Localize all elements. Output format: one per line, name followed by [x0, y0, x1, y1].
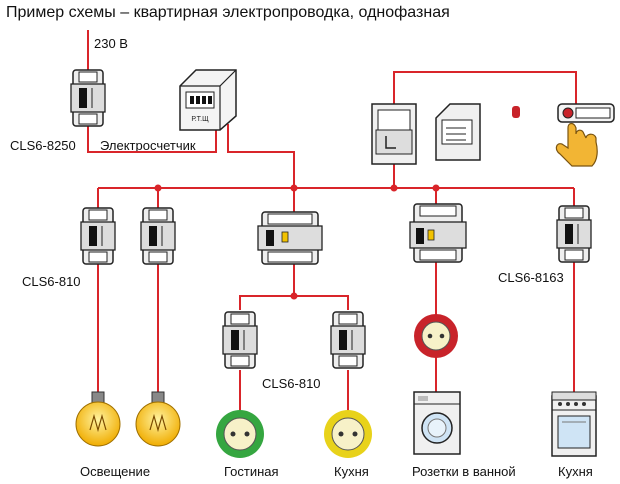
voltage-label: 230 В: [94, 36, 128, 51]
timer-module: [435, 103, 481, 161]
kitchen-breaker-label: CLS6-8163: [498, 270, 564, 285]
main-breaker-label: CLS6-8250: [10, 138, 76, 153]
wires: [87, 30, 577, 412]
lighting-breakers-label: CLS6-810: [22, 274, 81, 289]
lighting-breaker-1: [80, 207, 116, 265]
lamp-1: [75, 391, 121, 447]
lighting-label: Освещение: [80, 464, 151, 479]
hand-icon: [555, 122, 598, 167]
kitchen-sockets-breaker: [330, 311, 366, 369]
kitchen-stove-label: Кухня: [558, 464, 593, 479]
socket-bathroom: [414, 314, 458, 358]
bathroom-sockets-label: Розетки в ванной: [412, 464, 516, 479]
indicator-lamp: [512, 106, 520, 118]
meter-display: Р.Т.Щ: [191, 116, 209, 123]
breaker-meter-wire: [87, 120, 217, 153]
relay-module: [371, 103, 417, 165]
meter-bus-wire: [227, 124, 295, 188]
kitchen-breaker: [556, 205, 592, 263]
living-room-label: Гостиная: [224, 464, 279, 479]
lamp-2: [135, 391, 181, 447]
junctions: [154, 184, 440, 300]
push-button: [557, 103, 615, 123]
living-room-breaker: [222, 311, 258, 369]
electric-stove: [551, 391, 597, 457]
electricity-meter: Р.Т.Щ: [179, 69, 237, 131]
meter-label: Электросчетчик: [100, 138, 196, 153]
control-wire: [393, 71, 577, 188]
main-breaker: [70, 69, 106, 127]
rcd-living-kitchen: [257, 211, 323, 265]
rcd-bathroom: [409, 203, 467, 263]
socket-living-room: [216, 410, 264, 458]
kitchen-sockets-label: Кухня: [334, 464, 369, 479]
socket-breakers-label: CLS6-810: [262, 376, 321, 391]
socket-kitchen: [324, 410, 372, 458]
diagram-title: Пример схемы – квартирная электропроводк…: [6, 4, 450, 21]
washing-machine: [413, 391, 461, 455]
lighting-breaker-2: [140, 207, 176, 265]
